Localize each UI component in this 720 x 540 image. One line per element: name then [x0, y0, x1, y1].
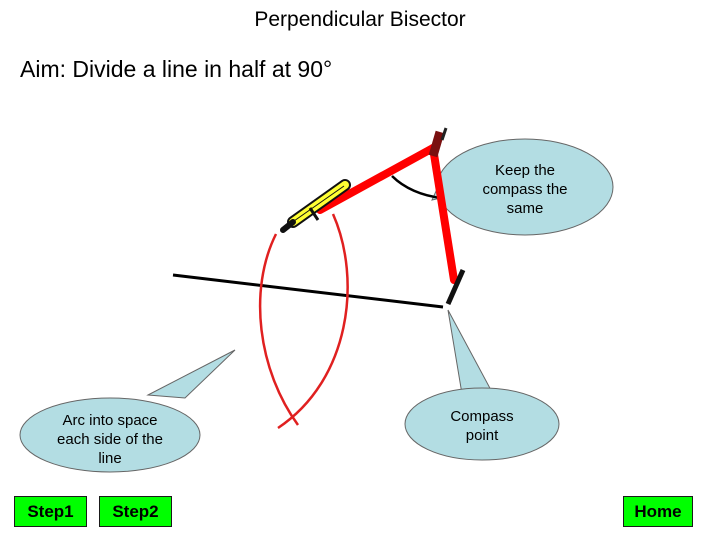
pencil-icon: [280, 179, 351, 233]
callout-arc-into-space: [19, 349, 236, 473]
arc-left: [258, 233, 300, 426]
step2-button[interactable]: Step2: [99, 496, 172, 527]
arc-right: [277, 213, 349, 430]
page-title: Perpendicular Bisector: [254, 8, 466, 31]
line-segment: [172, 273, 444, 309]
step1-button[interactable]: Step1: [14, 496, 87, 527]
compass: [316, 127, 466, 306]
callout-keep-same-text: Keep the compass the same: [482, 162, 568, 217]
aim-text: Aim: Divide a line in half at 90°: [20, 56, 333, 82]
callout-arc-into-space-text: Arc into space each side of the line: [57, 412, 163, 467]
home-button[interactable]: Home: [623, 496, 693, 527]
callout-compass-point-text: Compass point: [450, 408, 514, 444]
callout-compass-point: [404, 309, 560, 461]
